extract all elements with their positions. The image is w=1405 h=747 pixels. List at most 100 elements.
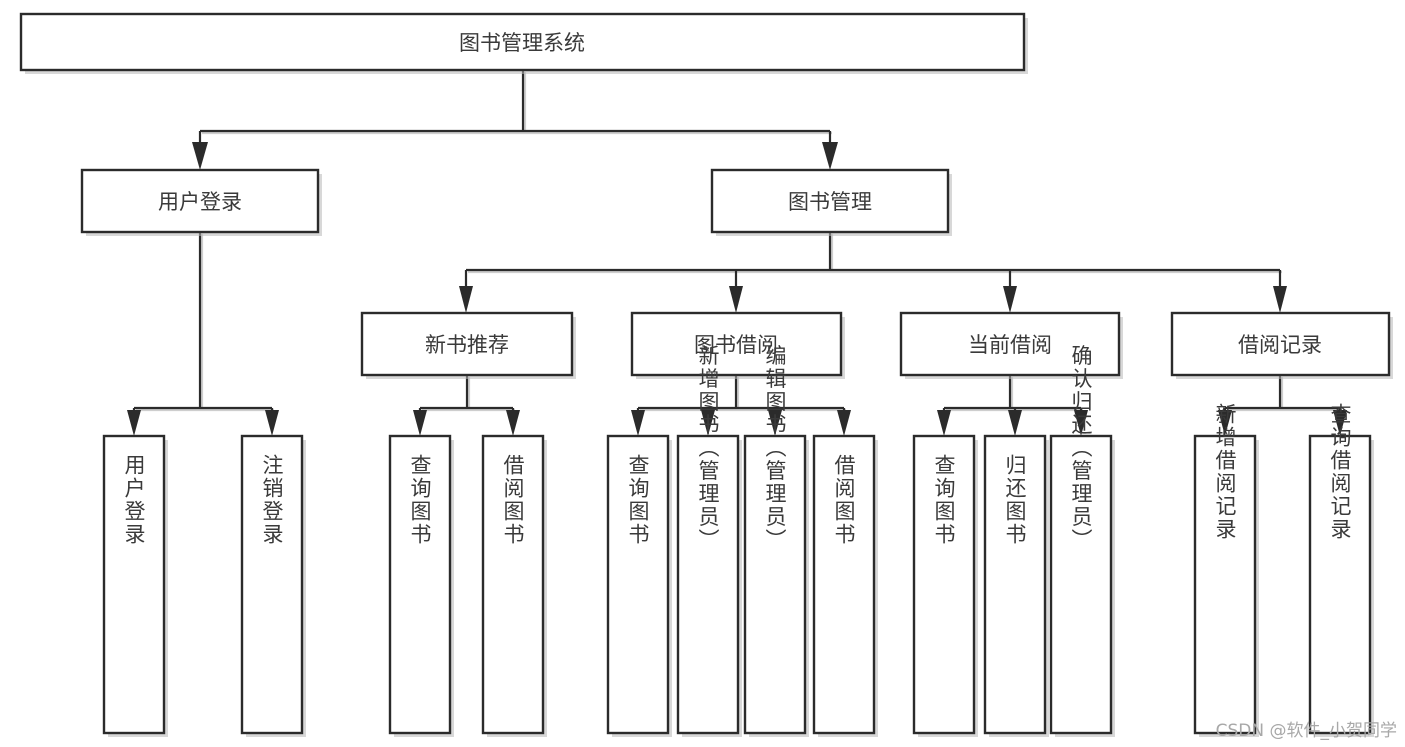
- node-leaf-borrow-book-newbook[interactable]: 借阅图书: [481, 434, 547, 737]
- node-box[interactable]: [912, 434, 976, 735]
- connector-line-newbook: [418, 375, 515, 424]
- node-label: 新增借阅记录: [1213, 403, 1237, 541]
- arrow-head-icon: [631, 410, 645, 436]
- node-box[interactable]: [19, 12, 1026, 72]
- connector-shadow-current: [946, 377, 1083, 412]
- node-leaf-query-book-current[interactable]: 查询图书: [912, 434, 978, 737]
- node-box[interactable]: [812, 434, 876, 735]
- node-box[interactable]: [1308, 434, 1372, 735]
- node-label: 归还图书: [1003, 454, 1027, 546]
- arrow-head-icon: [937, 410, 951, 436]
- node-label: 图书管理: [788, 190, 872, 214]
- arrow-head-icon: [265, 410, 279, 436]
- node-label: 借阅图书: [501, 454, 525, 546]
- connector-shadow-root: [202, 72, 832, 135]
- connector-current-to-leaves: [937, 375, 1088, 436]
- connector-root-to-level2: [192, 70, 838, 170]
- node-current-borrow[interactable]: 当前借阅: [899, 311, 1123, 379]
- node-label: 查询借阅记录: [1328, 403, 1352, 541]
- node-box[interactable]: [710, 168, 950, 234]
- node-label: 新增图书（管理员）: [696, 345, 720, 552]
- node-leaf-query-book-borrow[interactable]: 查询图书: [606, 434, 672, 737]
- connector-layer: [127, 70, 1347, 436]
- node-leaf-borrow-book-borrow[interactable]: 借阅图书: [812, 434, 878, 737]
- connector-shadow-borrow: [640, 377, 846, 412]
- node-leaf-confirm-return-admin[interactable]: 确认归还（管理员）: [1049, 345, 1115, 738]
- node-label: 确认归还（管理员）: [1069, 345, 1093, 552]
- node-box[interactable]: [899, 311, 1121, 377]
- node-leaf-add-book-admin[interactable]: 新增图书（管理员）: [676, 345, 742, 738]
- arrow-head-icon: [459, 286, 473, 313]
- arrow-head-icon: [192, 142, 208, 170]
- node-leaf-query-book-newbook[interactable]: 查询图书: [388, 434, 454, 737]
- connector-login-to-leaves: [127, 232, 279, 436]
- connector-line-borrow: [636, 375, 846, 424]
- arrow-head-icon: [768, 410, 782, 436]
- connector-line-root: [198, 70, 832, 160]
- node-label: 注销登录: [260, 454, 284, 546]
- arrow-head-icon: [506, 410, 520, 436]
- node-root-system[interactable]: 图书管理系统: [19, 12, 1028, 74]
- node-box[interactable]: [983, 434, 1047, 735]
- node-leaf-user-login[interactable]: 用户登录: [102, 434, 168, 737]
- node-label: 查询图书: [932, 454, 956, 546]
- node-book-management[interactable]: 图书管理: [710, 168, 952, 236]
- arrow-head-icon: [1003, 286, 1017, 313]
- node-leaf-logout[interactable]: 注销登录: [240, 434, 306, 737]
- node-user-login[interactable]: 用户登录: [80, 168, 322, 236]
- connector-line-record: [1223, 375, 1342, 424]
- arrow-head-icon: [729, 286, 743, 313]
- node-borrow-record[interactable]: 借阅记录: [1170, 311, 1393, 379]
- arrow-head-icon: [127, 410, 141, 436]
- connector-shadow-login: [136, 234, 274, 412]
- node-box[interactable]: [1049, 434, 1113, 735]
- node-box[interactable]: [1170, 311, 1391, 377]
- node-leaf-edit-book-admin[interactable]: 编辑图书（管理员）: [743, 345, 809, 738]
- node-label: 当前借阅: [968, 333, 1052, 357]
- node-box[interactable]: [606, 434, 670, 735]
- arrow-head-icon: [1333, 410, 1347, 436]
- arrow-head-icon: [1008, 410, 1022, 436]
- connector-shadow-record: [1227, 377, 1342, 412]
- node-box[interactable]: [630, 311, 843, 377]
- node-leaf-add-borrow-record[interactable]: 新增借阅记录: [1193, 403, 1259, 737]
- node-label: 借阅记录: [1238, 333, 1322, 357]
- node-book-borrow[interactable]: 图书借阅: [630, 311, 845, 379]
- arrow-head-icon: [1273, 286, 1287, 313]
- arrow-head-icon: [822, 142, 838, 170]
- node-box[interactable]: [80, 168, 320, 234]
- node-new-book-recommend[interactable]: 新书推荐: [360, 311, 576, 379]
- node-label: 图书借阅: [694, 333, 778, 357]
- node-box[interactable]: [102, 434, 166, 735]
- connector-newbook-to-leaves: [413, 375, 520, 436]
- node-box[interactable]: [1193, 434, 1257, 735]
- node-label: 查询图书: [408, 454, 432, 546]
- node-label: 新书推荐: [425, 333, 509, 357]
- node-box[interactable]: [743, 434, 807, 735]
- connector-shadow-newbook: [422, 377, 515, 412]
- node-label: 查询图书: [626, 454, 650, 546]
- node-leaf-query-borrow-record[interactable]: 查询借阅记录: [1308, 403, 1374, 737]
- node-label: 图书管理系统: [459, 31, 585, 55]
- arrow-head-icon: [1074, 410, 1088, 436]
- connector-manage-to-level3: [459, 232, 1287, 313]
- connector-shadow-manage: [468, 234, 1282, 274]
- node-leaf-return-book[interactable]: 归还图书: [983, 434, 1049, 737]
- node-label: 借阅图书: [832, 454, 856, 546]
- node-box[interactable]: [388, 434, 452, 735]
- connector-borrow-to-leaves: [631, 375, 851, 436]
- node-box[interactable]: [676, 434, 740, 735]
- node-box[interactable]: [240, 434, 304, 735]
- connector-record-to-leaves: [1218, 375, 1347, 436]
- node-box[interactable]: [360, 311, 574, 377]
- connector-line-manage: [464, 232, 1282, 300]
- arrow-head-icon: [701, 410, 715, 436]
- node-label: 用户登录: [158, 190, 242, 214]
- arrow-head-icon: [413, 410, 427, 436]
- node-label: 用户登录: [122, 454, 146, 546]
- arrow-head-icon: [837, 410, 851, 436]
- node-box[interactable]: [481, 434, 545, 735]
- arrow-head-icon: [1218, 410, 1232, 436]
